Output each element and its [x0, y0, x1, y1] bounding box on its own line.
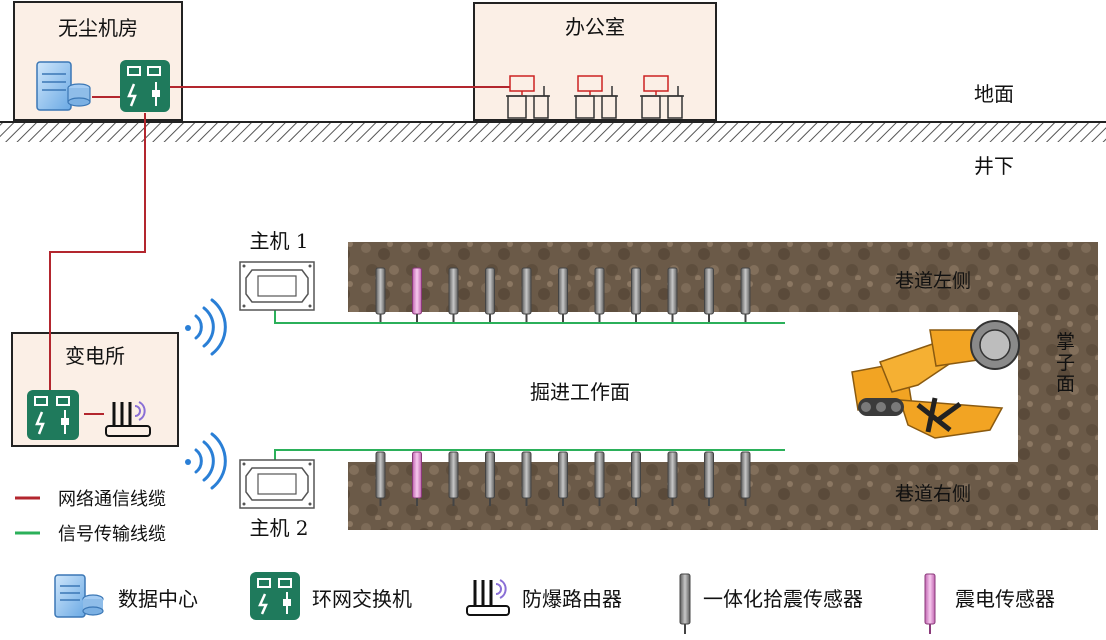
host2-label: 主机 2: [249, 516, 308, 540]
pickup-sensor: [667, 451, 678, 506]
server-icon: [36, 61, 91, 111]
host2-icon: [239, 459, 315, 509]
host1-label: 主机 1: [249, 229, 308, 253]
pickup-sensor: [740, 267, 751, 322]
legend-pickup-sensor-icon: [679, 573, 691, 634]
electric-sensor: [412, 451, 422, 506]
legend-ring-switch-icon: [250, 572, 300, 620]
pickup-sensor: [594, 267, 605, 322]
roadway-left-label: 巷道左侧: [895, 270, 971, 292]
legend-pickup-sensor-label: 一体化拾震传感器: [703, 587, 863, 611]
pickup-sensor: [448, 451, 459, 506]
pickup-sensor: [485, 267, 495, 322]
substation-label: 变电所: [65, 344, 125, 368]
wifi-signal-lower-icon: [185, 432, 227, 490]
pickup-sensor: [558, 267, 568, 322]
office-label: 办公室: [565, 15, 625, 39]
legend-data-center-icon: [54, 574, 104, 618]
roadheader-machine-icon: [851, 320, 1020, 439]
pickup-sensor: [667, 267, 678, 322]
pickup-sensor: [558, 451, 568, 506]
pickup-sensor: [521, 267, 532, 322]
network-cables: [49, 86, 510, 415]
sensors-bottom-row: [375, 451, 751, 506]
wifi-signal-upper-icon: [185, 298, 227, 356]
pickup-sensor: [704, 267, 714, 322]
legend-network-label: 网络通信线缆: [58, 489, 166, 510]
dust-free-room-label: 无尘机房: [58, 16, 138, 40]
pickup-sensor: [631, 267, 641, 322]
working-face-label: 掘进工作面: [530, 380, 630, 404]
substation-switch-icon: [27, 390, 79, 440]
ground-hatch: [0, 122, 1106, 142]
office-computers: [506, 75, 684, 119]
legend-ring-switch-label: 环网交换机: [312, 587, 412, 611]
sensors-top-row: [375, 267, 751, 322]
face-end-label: 掌子面: [1053, 331, 1075, 394]
ground-label: 地面: [974, 82, 1014, 106]
pickup-sensor: [485, 451, 495, 506]
host1-icon: [239, 261, 315, 311]
signal-cables: [274, 310, 785, 460]
legend-router-icon: [466, 579, 510, 616]
electric-sensor: [412, 267, 422, 322]
legend-electric-sensor-label: 震电传感器: [955, 587, 1055, 611]
pickup-sensor: [740, 451, 751, 506]
pickup-sensor: [375, 267, 386, 322]
pickup-sensor: [704, 451, 714, 506]
legend-router-label: 防爆路由器: [522, 587, 622, 611]
legend-electric-sensor-icon: [924, 573, 936, 634]
pickup-sensor: [448, 267, 459, 322]
ring-switch-icon: [120, 60, 170, 112]
legend-signal-label: 信号传输线缆: [58, 524, 166, 545]
substation-router-icon: [105, 401, 151, 437]
pickup-sensor: [375, 451, 386, 506]
legend-data-center-label: 数据中心: [118, 587, 198, 611]
office-box: [473, 2, 717, 121]
pickup-sensor: [594, 451, 605, 506]
pickup-sensor: [631, 451, 641, 506]
working-face-area: [348, 312, 1018, 462]
roadway-right-label: 巷道右侧: [895, 483, 971, 505]
underground-label: 井下: [974, 154, 1014, 178]
pickup-sensor: [521, 451, 532, 506]
